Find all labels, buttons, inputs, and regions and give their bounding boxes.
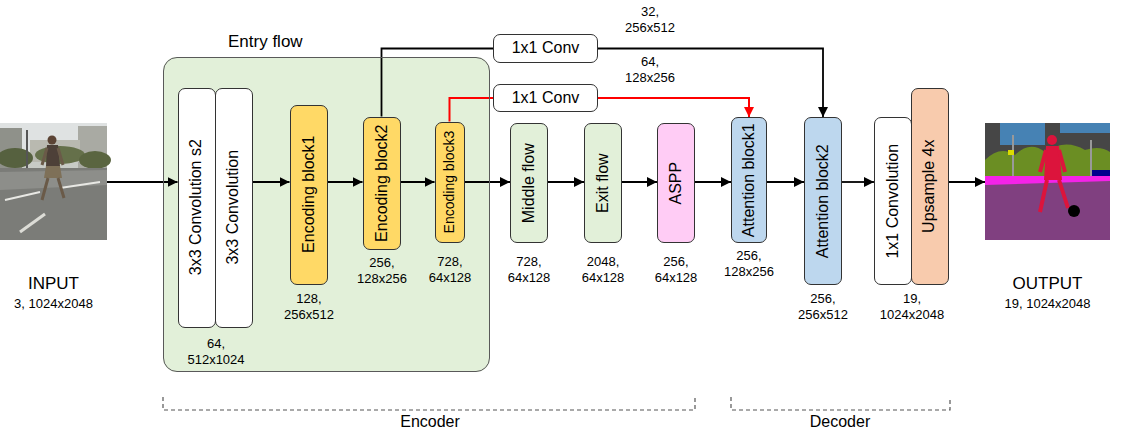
block-label: Encoding block2 (372, 124, 390, 241)
connector-arrow (382, 49, 494, 117)
encoding-block: Encoding block2 (363, 117, 401, 250)
seg-person-limbs (1040, 150, 1068, 212)
seg-sky (1000, 123, 1045, 145)
block-label: 1x1 Convolution (884, 144, 902, 259)
photo-lane-mark (5, 182, 100, 200)
connector-arrow (598, 49, 823, 118)
block-label: Attention block2 (814, 144, 832, 258)
connector-arrow (107, 181, 178, 183)
block-label: 1x1 Conv (512, 89, 580, 107)
conv-block: 1x1 Conv (493, 84, 598, 112)
seg-person-head (1047, 135, 1057, 145)
panel-heading: Entry flow (228, 32, 303, 52)
connector-arrow (465, 181, 511, 183)
section-label: Encoder (370, 413, 490, 431)
dimension-label: 19, 1024x2048 (875, 291, 949, 323)
decoder-bracket (731, 397, 950, 410)
entry-flow-panel-fill (163, 57, 490, 372)
seg-sign (1008, 150, 1014, 155)
encoding-block: Encoding block3 (435, 122, 465, 243)
connector-arrow (949, 181, 985, 183)
connector-arrow (548, 181, 584, 183)
dimension-label: 128, 256x512 (279, 291, 339, 323)
block-label: Exit flow (594, 153, 612, 213)
block-label: Middle flow (520, 143, 538, 223)
seg-pole (1012, 135, 1014, 180)
photo-person-head (48, 136, 57, 145)
output-segmentation (985, 123, 1110, 240)
flow-block: Middle flow (510, 123, 548, 243)
connector-arrow (767, 181, 804, 183)
connector-arrow (328, 181, 363, 183)
conv-block: 3x3 Convolution (215, 88, 253, 328)
seg-sky (1060, 123, 1110, 133)
photo-tree (0, 148, 33, 168)
block-label: ASPP (667, 162, 685, 205)
attention-block: Attention block2 (804, 117, 842, 285)
output-image: OUTPUT19, 1024x2048 (985, 123, 1110, 240)
dimension-label: 256, 256x512 (793, 291, 853, 323)
block-label: 1x1 Conv (512, 39, 580, 57)
flow-block: Exit flow (584, 123, 622, 243)
input-photo (0, 123, 111, 240)
connector-arrow (401, 181, 435, 183)
image-caption: OUTPUT (1013, 274, 1083, 294)
connector-arrow (695, 181, 731, 183)
photo-road (0, 168, 107, 240)
seg-building (985, 123, 1110, 240)
photo-person-limbs (42, 148, 64, 200)
conv-block: 3x3 Convolution s2 (178, 88, 216, 328)
dimension-label: 64, 128x256 (620, 54, 680, 86)
connector-arrow (450, 98, 494, 122)
attention-block: Attention block1 (731, 117, 767, 243)
block-label: Encoding block3 (441, 131, 457, 234)
block-label: Attention block1 (740, 123, 758, 237)
photo-tree (79, 151, 111, 169)
dimension-label: 2048, 64x128 (575, 254, 631, 286)
image-caption: 3, 1024x2048 (14, 297, 93, 312)
block-label: Upsample 4x (921, 140, 939, 233)
image-caption: 19, 1024x2048 (1004, 297, 1090, 312)
entry-flow-panel: Entry flow3x3 Convolution s23x3 Convolut… (163, 57, 490, 372)
encoder-bracket (163, 397, 695, 410)
dimension-label: 256, 64x128 (648, 254, 704, 286)
section-label: Decoder (780, 413, 900, 431)
photo-lane-mark (20, 214, 45, 232)
connector-arrow (842, 181, 874, 183)
photo-pole (26, 130, 28, 170)
conv-block: 1x1 Convolution (874, 117, 912, 285)
dimension-label: 256, 128x256 (352, 255, 412, 287)
upsample-block: Upsample 4x (911, 88, 949, 285)
block-label: 3x3 Convolution (224, 150, 242, 265)
input-image: INPUT3, 1024x2048 (0, 123, 107, 240)
block-label: 3x3 Convolution s2 (187, 139, 205, 275)
photo-ground (0, 123, 107, 240)
dimension-label: 728, 64x128 (422, 254, 478, 286)
dimension-label: 256, 128x256 (719, 248, 779, 280)
conv-block: 1x1 Conv (493, 34, 598, 63)
image-caption: INPUT (28, 274, 79, 294)
aspp-block: ASPP (657, 123, 695, 243)
connector-arrow (622, 181, 657, 183)
connector-arrow (253, 181, 290, 183)
block-label: Encoding block1 (299, 136, 317, 253)
seg-unlabeled (1068, 205, 1080, 217)
connector-arrow (598, 98, 749, 117)
dimension-label: 32, 256x512 (620, 4, 680, 36)
dimension-label: 64, 512x1024 (183, 336, 249, 368)
seg-pole (1090, 140, 1092, 180)
encoding-block: Encoding block1 (290, 105, 328, 285)
dimension-label: 728, 64x128 (501, 254, 557, 286)
photo-person-shorts (44, 166, 62, 178)
